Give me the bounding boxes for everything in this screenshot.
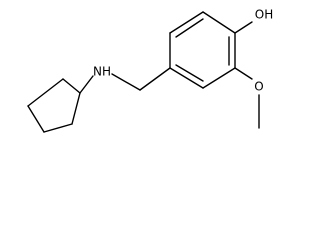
aromatic-bond xyxy=(202,11,236,34)
ring-to-amine-bond xyxy=(79,75,94,94)
aromatic-bond xyxy=(169,67,204,89)
ring-bond xyxy=(62,78,81,94)
structure-canvas: NH OH O xyxy=(27,8,273,133)
aromatic-bond xyxy=(169,11,204,34)
ring-to-hydroxyl-bond xyxy=(234,21,253,34)
ring-bond xyxy=(27,105,45,133)
benzene-ring xyxy=(169,11,236,89)
hydroxyl-oh-label: OH xyxy=(255,8,273,22)
ring-bond xyxy=(27,78,64,107)
aromatic-double-bond xyxy=(175,18,204,38)
methylene-to-ring-bond xyxy=(139,67,171,91)
ring-to-methoxy-bond xyxy=(234,67,253,80)
amine-nh-label: NH xyxy=(93,65,111,79)
methoxy-oxygen-label: O xyxy=(254,80,263,94)
aromatic-bond xyxy=(202,67,236,89)
cyclopentane-ring xyxy=(27,78,81,133)
ring-bond xyxy=(43,123,73,133)
ring-bond xyxy=(71,92,81,125)
aromatic-double-bond xyxy=(175,64,204,82)
amine-to-methylene-bond xyxy=(111,73,141,91)
chemical-structure-diagram: NH OH O xyxy=(27,8,273,133)
